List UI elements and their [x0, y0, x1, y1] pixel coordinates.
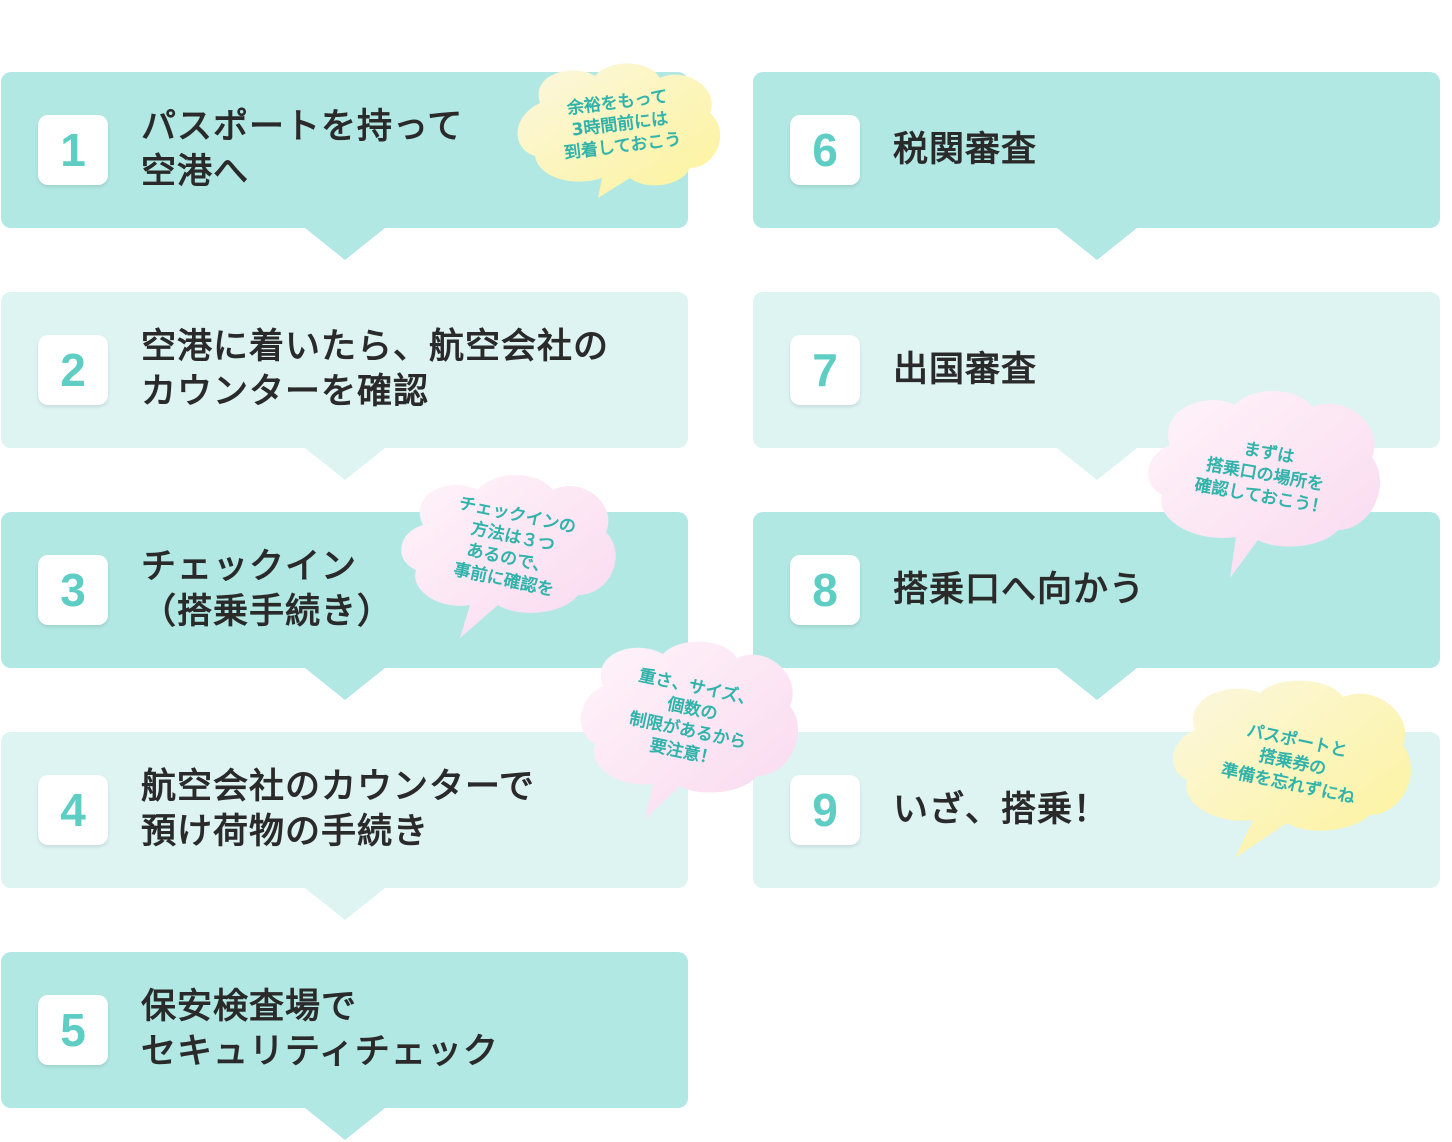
cloud-bubble-icon: [517, 63, 721, 198]
note-bubble-arrive-early: 余裕をもって 3時間前には 到着しておこう: [510, 58, 730, 198]
step-label: パスポートを持って 空港へ: [141, 107, 464, 192]
note-bubble-passport-ticket: パスポートと 搭乗券の 準備を忘れずにね: [1165, 675, 1420, 860]
cloud-bubble-icon: [580, 641, 798, 819]
step-label: 空港に着いたら、航空会社の カウンターを確認: [141, 327, 610, 412]
step-number: 1: [38, 115, 108, 185]
note-bubble-gate-location: まずは 搭乗口の場所を 確認しておこう！: [1140, 385, 1390, 580]
step-4: 4 航空会社のカウンターで 預け荷物の手続き: [1, 732, 688, 920]
down-arrow-icon: [304, 668, 385, 700]
step-number: 2: [38, 335, 108, 405]
cloud-bubble-icon: [1173, 680, 1411, 858]
down-arrow-icon: [304, 888, 385, 920]
down-arrow-icon: [304, 448, 385, 480]
note-bubble-baggage-limits: 重さ、サイズ、 個数の 制限があるから 要注意！: [575, 636, 805, 821]
step-label: 航空会社のカウンターで 預け荷物の手続き: [141, 767, 535, 852]
down-arrow-icon: [304, 228, 385, 260]
step-number: 7: [790, 335, 860, 405]
down-arrow-icon: [1056, 668, 1137, 700]
step-label: いざ、搭乗！: [893, 789, 1110, 830]
step-number: 4: [38, 775, 108, 845]
step-6: 6 税関審査: [753, 72, 1440, 260]
down-arrow-icon: [1056, 228, 1137, 260]
step-label: 出国審査: [893, 349, 1038, 390]
cloud-bubble-icon: [401, 475, 616, 638]
step-label: 保安検査場で セキュリティチェック: [141, 987, 499, 1072]
note-bubble-checkin-methods: チェックインの 方法は３つ あるので、 事前に確認を: [398, 470, 623, 640]
cloud-bubble-icon: [1148, 390, 1380, 578]
down-arrow-icon: [304, 1108, 385, 1140]
step-number: 8: [790, 555, 860, 625]
step-label: 税関審査: [893, 129, 1038, 170]
step-label: 搭乗口へ向かう: [893, 569, 1146, 610]
step-number: 6: [790, 115, 860, 185]
step-label: チェックイン （搭乗手続き）: [141, 547, 394, 632]
step-number: 5: [38, 995, 108, 1065]
step-number: 9: [790, 775, 860, 845]
down-arrow-icon: [1056, 448, 1137, 480]
step-number: 3: [38, 555, 108, 625]
step-2: 2 空港に着いたら、航空会社の カウンターを確認: [1, 292, 688, 480]
step-5: 5 保安検査場で セキュリティチェック: [1, 952, 688, 1140]
